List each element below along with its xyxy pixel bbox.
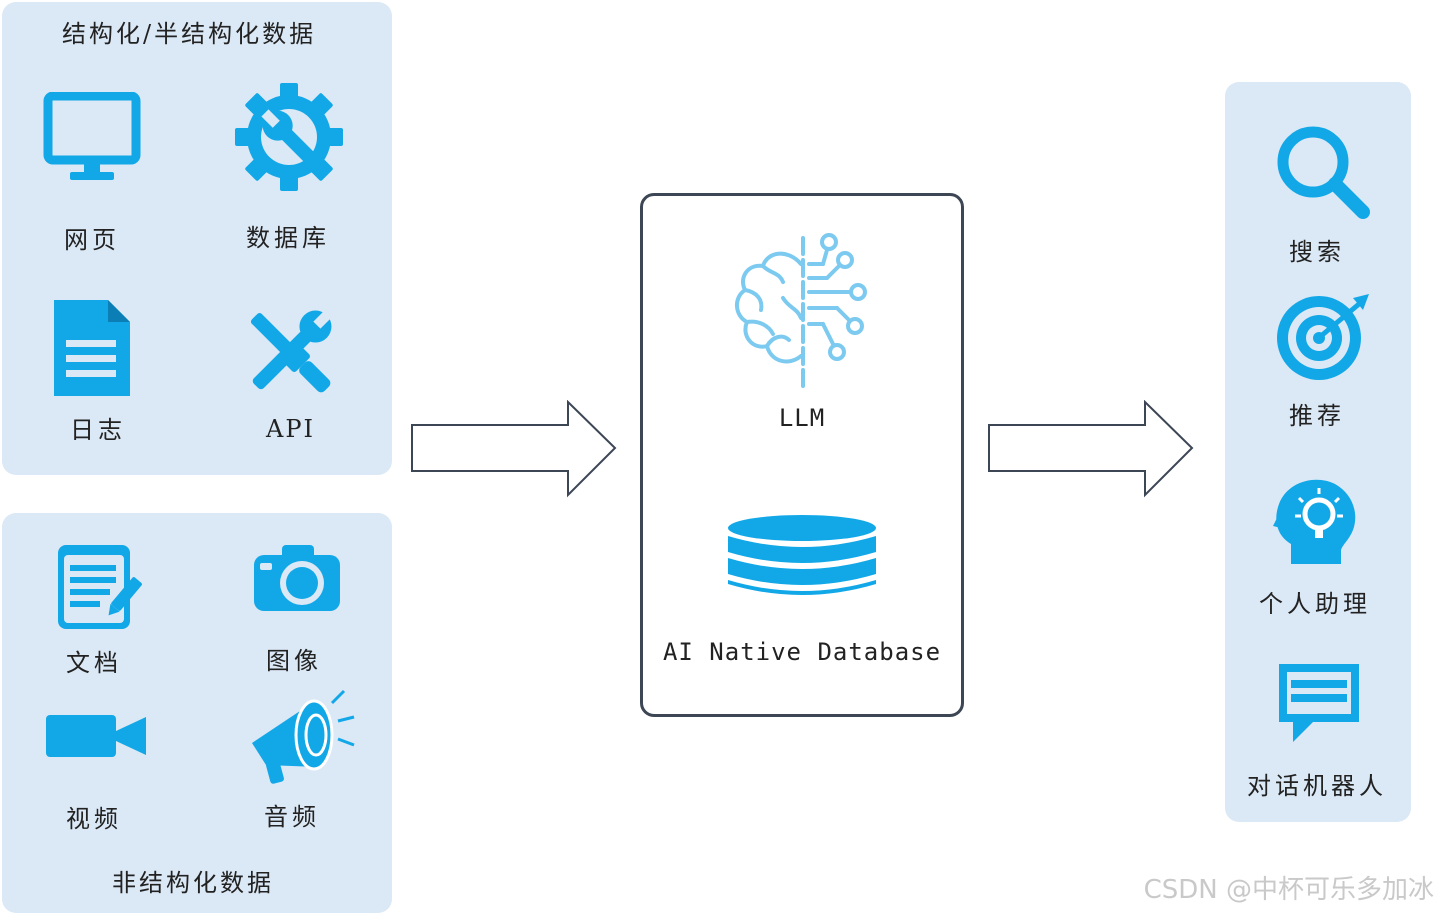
video-camera-icon <box>46 715 146 757</box>
right-arrow-1 <box>411 400 617 498</box>
unstructured-data-panel: 文档 图像 视频 音 <box>2 513 392 913</box>
applications-panel: 搜索 推荐 个人助理 <box>1225 82 1411 822</box>
llm-label: LLM <box>778 404 826 432</box>
chat-icon <box>1279 664 1359 742</box>
item-label: 视频 <box>66 805 122 833</box>
item-label: API <box>266 415 315 443</box>
brain-circuit-icon <box>735 233 867 390</box>
head-idea-icon <box>1273 479 1356 564</box>
edit-document-icon <box>58 545 142 629</box>
right-arrow-2 <box>988 400 1194 498</box>
search-icon <box>1277 126 1370 219</box>
megaphone-icon <box>252 689 355 784</box>
item-label: 数据库 <box>246 224 330 252</box>
item-label: 文档 <box>66 649 122 677</box>
watermark: CSDN @中杯可乐多加冰 <box>1143 875 1434 905</box>
gear-wrench-icon <box>235 83 343 191</box>
ai-native-database-label: AI Native Database <box>662 638 942 666</box>
document-icon <box>54 300 130 396</box>
panel-title: 非结构化数据 <box>112 869 274 897</box>
structured-data-panel: 结构化/半结构化数据 网页 <box>2 2 392 475</box>
item-label: 网页 <box>64 226 120 254</box>
tools-icon <box>250 308 334 393</box>
item-label: 搜索 <box>1289 238 1345 266</box>
target-icon <box>1277 294 1369 380</box>
item-label: 对话机器人 <box>1247 772 1387 800</box>
monitor-icon <box>43 92 141 180</box>
item-label: 日志 <box>70 416 126 444</box>
database-icon <box>728 515 876 595</box>
item-label: 个人助理 <box>1259 590 1371 618</box>
camera-icon <box>254 545 340 611</box>
item-label: 推荐 <box>1289 402 1345 430</box>
item-label: 音频 <box>264 803 320 831</box>
llm-database-box: LLM AI Native Database <box>640 193 964 717</box>
panel-title: 结构化/半结构化数据 <box>62 20 317 48</box>
item-label: 图像 <box>266 647 322 675</box>
